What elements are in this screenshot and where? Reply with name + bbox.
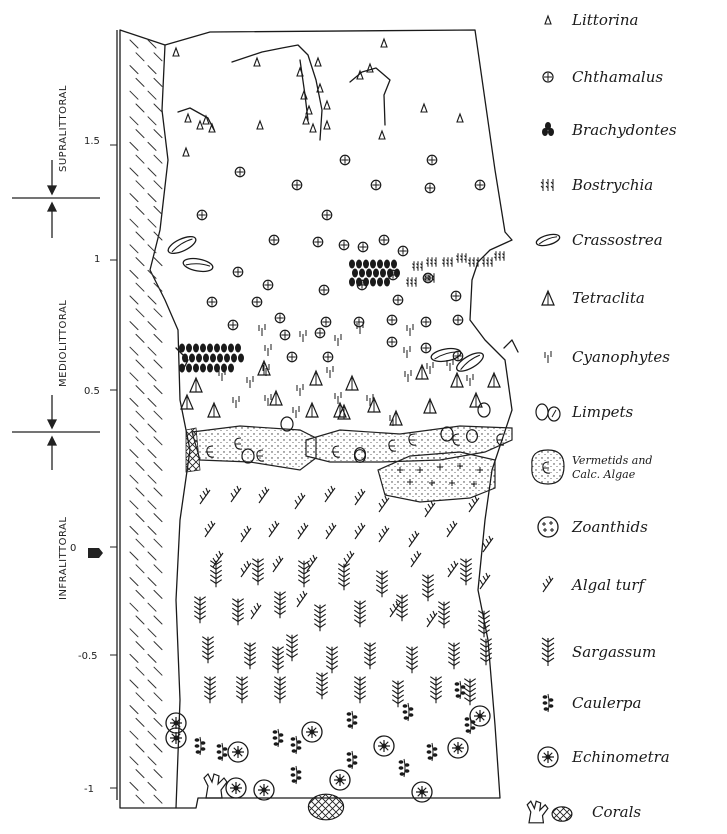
zone-annotations: SUPRALITTORAL MEDIOLITTORAL INFRALITTORA… [12,85,103,600]
legend-item: Algal turf [543,576,647,594]
legend-label: Vermetids and [572,454,652,467]
tetraclita-icon [542,291,554,305]
bostrychia-icon [541,179,553,191]
legend-item: Echinometra [538,747,670,767]
corals-icon [204,774,344,820]
legend-item: Corals [527,801,641,823]
crassostrea-icon [535,232,561,247]
legend-label: Echinometra [571,748,670,766]
crassostrea-shells [166,233,518,374]
legend-label: Corals [592,803,641,821]
legend-item: Tetraclita [542,289,645,307]
rock-face [120,30,512,808]
algal-turf-icon [200,486,493,627]
legend-label: Caulerpa [572,694,641,712]
scale-tick-label: 0.5 [84,386,100,397]
legend-label: Algal turf [570,576,647,594]
legend-item: Zoanthids [538,517,648,537]
legend-label: Crassostrea [572,231,663,249]
legend-item: Brachydontes [542,121,677,139]
legend-item: Caulerpa [543,694,642,712]
caulerpa-icon [543,694,554,712]
legend-item: Cyanophytes [545,348,670,366]
zone-label-infralittoral: INFRALITTORAL [58,517,69,600]
vermetid-band [192,426,512,502]
limpets-icon [536,404,560,421]
brachydontes-icon [542,122,554,136]
legend-item: Limpets [536,403,633,421]
legend-label: Limpets [571,403,633,421]
legend-label: Tetraclita [572,289,645,307]
scale-tick-label: 1.5 [84,136,100,147]
zone-label-supralittoral: SUPRALITTORAL [58,85,69,172]
crevice-lines [178,45,390,140]
arrow-icon [48,160,56,470]
algal-turf-icon [543,576,553,592]
legend-label: Cyanophytes [572,348,670,366]
legend-label: Zoanthids [571,518,648,536]
sea-level-marker-icon [88,548,103,558]
height-scale: 1.5 1 0.5 0 -0.5 -1 [70,30,117,800]
echinometra-icon [166,706,490,802]
bostrychia-patch [406,251,504,287]
chthamalus-icon [543,72,553,82]
vermetids-icon [532,450,564,484]
legend-item: Sargassum [542,638,656,666]
legend-label: Calc. Algae [572,468,636,481]
sargassum-icon [194,559,491,708]
littorina-icon [173,39,463,156]
legend: LittorinaChthamalusBrachydontesBostrychi… [527,11,677,823]
legend-item: Crassostrea [535,231,663,249]
scale-tick-label: -1 [84,784,94,795]
legend-label: Chthamalus [572,68,663,86]
cyanophytes-icon [545,351,551,363]
legend-label: Sargassum [572,643,656,661]
legend-item: Vermetids andCalc. Algae [532,450,653,484]
echinometra-icon [538,747,558,767]
corals-icon [527,801,572,823]
scale-tick-label: 1 [94,254,100,265]
legend-item: Chthamalus [543,68,663,86]
scale-tick-label: -0.5 [78,651,98,662]
legend-label: Brachydontes [571,121,677,139]
legend-label: Littorina [571,11,638,29]
legend-item: Bostrychia [541,176,653,194]
legend-label: Bostrychia [571,176,653,194]
littorina-icon [545,16,551,24]
sargassum-icon [542,638,554,666]
chthamalus-icon [197,155,485,362]
vertical-wall-hatching [130,40,162,803]
scale-tick-label: 0 [70,543,76,554]
zoanthids-icon [538,517,558,537]
legend-item: Littorina [545,11,638,29]
zone-label-mediolittoral: MEDIOLITTORAL [58,300,69,387]
